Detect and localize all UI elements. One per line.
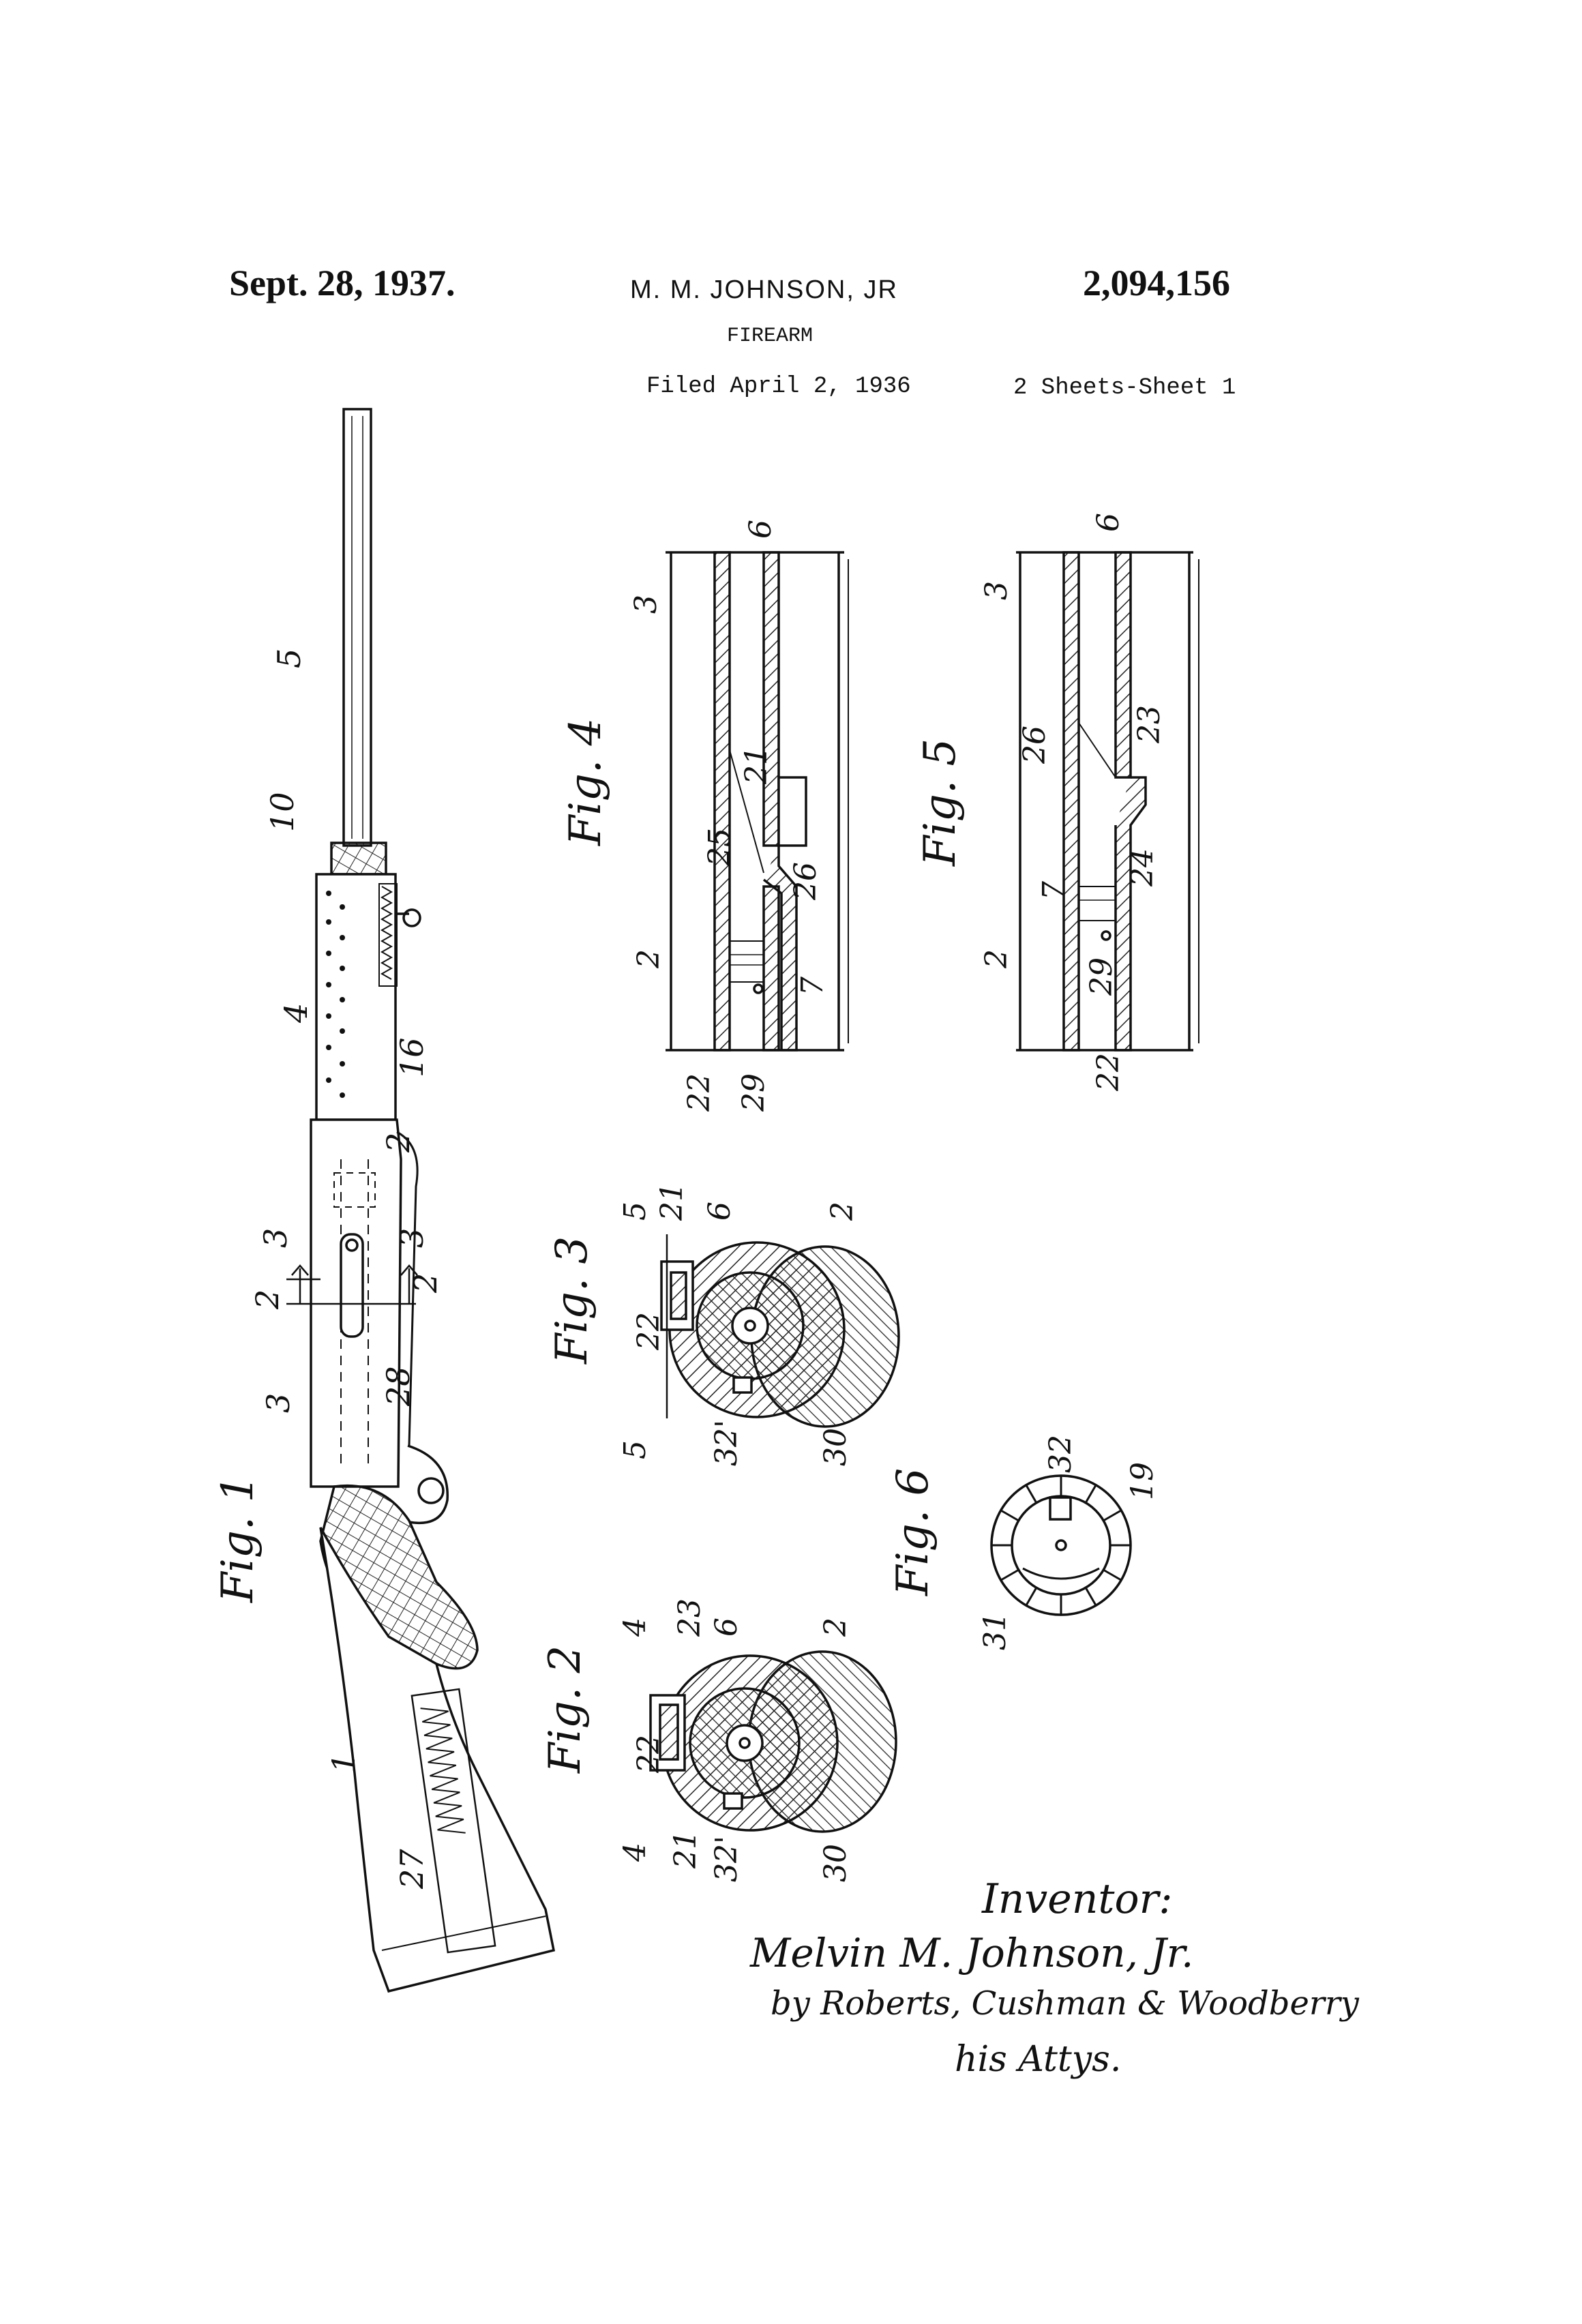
fig4-ref-7: 7 (795, 977, 830, 996)
fig4-ref-22: 22 (682, 1073, 717, 1112)
ref-3: 3 (260, 1393, 297, 1413)
fig4-ref-3: 3 (629, 595, 663, 614)
fig5-ref-7: 7 (1036, 881, 1071, 900)
fig4-ref-29: 29 (736, 1073, 771, 1112)
fig-3-cross-section (661, 1234, 899, 1427)
fig2-ref-4a: 4 (618, 1618, 653, 1637)
fig4-ref-6: 6 (743, 520, 778, 539)
signature-attys: his Attys. (955, 2039, 1121, 2080)
fig-6-end-view (991, 1476, 1131, 1615)
fig3-ref-5a: 5 (618, 1202, 653, 1221)
signature-name: Melvin M. Johnson, Jr. (750, 1930, 1193, 1976)
ref-28: 28 (380, 1366, 417, 1407)
fig2-ref-21: 21 (668, 1830, 703, 1869)
fig5-ref-29: 29 (1084, 957, 1119, 996)
fig5-ref-22: 22 (1091, 1053, 1126, 1092)
fig5-ref-23: 23 (1132, 705, 1167, 744)
fig5-ref-26: 26 (1017, 726, 1052, 764)
fig4-ref-2: 2 (631, 949, 666, 969)
section-mark-3b: 3 (393, 1228, 430, 1248)
fig2-ref-22: 22 (631, 1735, 666, 1774)
ref-5: 5 (271, 649, 308, 668)
fig-6-reference-numerals: 32 19 31 (978, 1435, 1160, 1650)
signature-by: by Roberts, Cushman & Woodberry (771, 1984, 1359, 2023)
fig2-ref-30: 30 (818, 1844, 853, 1882)
fig-2-label: Fig. 2 (540, 1645, 591, 1774)
ref-10: 10 (264, 792, 301, 832)
section-mark-2: 2 (249, 1290, 286, 1310)
fig2-ref-6: 6 (709, 1618, 744, 1637)
fig5-ref-6: 6 (1091, 513, 1126, 532)
fig-3-label: Fig. 3 (547, 1236, 597, 1365)
fig6-ref-19: 19 (1125, 1462, 1160, 1500)
fig3-ref-5b: 5 (618, 1440, 653, 1459)
fig2-ref-4b: 4 (618, 1843, 653, 1862)
fig3-ref-30: 30 (818, 1428, 853, 1466)
fig5-ref-3: 3 (979, 581, 1014, 600)
fig2-ref-23: 23 (672, 1598, 707, 1637)
ref-4: 4 (278, 1003, 314, 1024)
signature-heading: Inventor: (982, 1875, 1173, 1923)
ref-2-prime: 2 (380, 1133, 417, 1153)
fig5-ref-24: 24 (1125, 848, 1160, 887)
fig-6-label: Fig. 6 (888, 1468, 938, 1596)
fig2-ref-32: 32' (709, 1836, 744, 1882)
ref-1: 1 (325, 1753, 362, 1773)
fig-5-label: Fig. 5 (915, 739, 966, 867)
fig3-ref-6: 6 (702, 1202, 737, 1221)
section-mark-3: 3 (257, 1228, 294, 1248)
fig4-ref-26: 26 (788, 862, 823, 901)
fig3-ref-32: 32' (709, 1420, 744, 1466)
fig-1-label: Fig. 1 (213, 1475, 263, 1603)
ref-27: 27 (393, 1849, 430, 1890)
fig3-ref-22: 22 (631, 1312, 666, 1351)
fig5-ref-2: 2 (979, 949, 1014, 969)
fig4-ref-21: 21 (739, 746, 774, 785)
fig6-ref-31: 31 (978, 1612, 1013, 1650)
fig-4-section (666, 552, 848, 1050)
fig3-ref-2: 2 (825, 1202, 860, 1221)
fig-2-cross-section (651, 1652, 896, 1832)
ref-16: 16 (393, 1037, 430, 1077)
fig2-ref-2: 2 (818, 1618, 853, 1637)
section-mark-2b: 2 (407, 1273, 444, 1294)
fig-4-label: Fig. 4 (561, 718, 611, 846)
fig4-ref-25: 25 (702, 828, 737, 867)
fig6-ref-32: 32 (1043, 1435, 1078, 1473)
fig3-ref-21: 21 (655, 1182, 689, 1221)
